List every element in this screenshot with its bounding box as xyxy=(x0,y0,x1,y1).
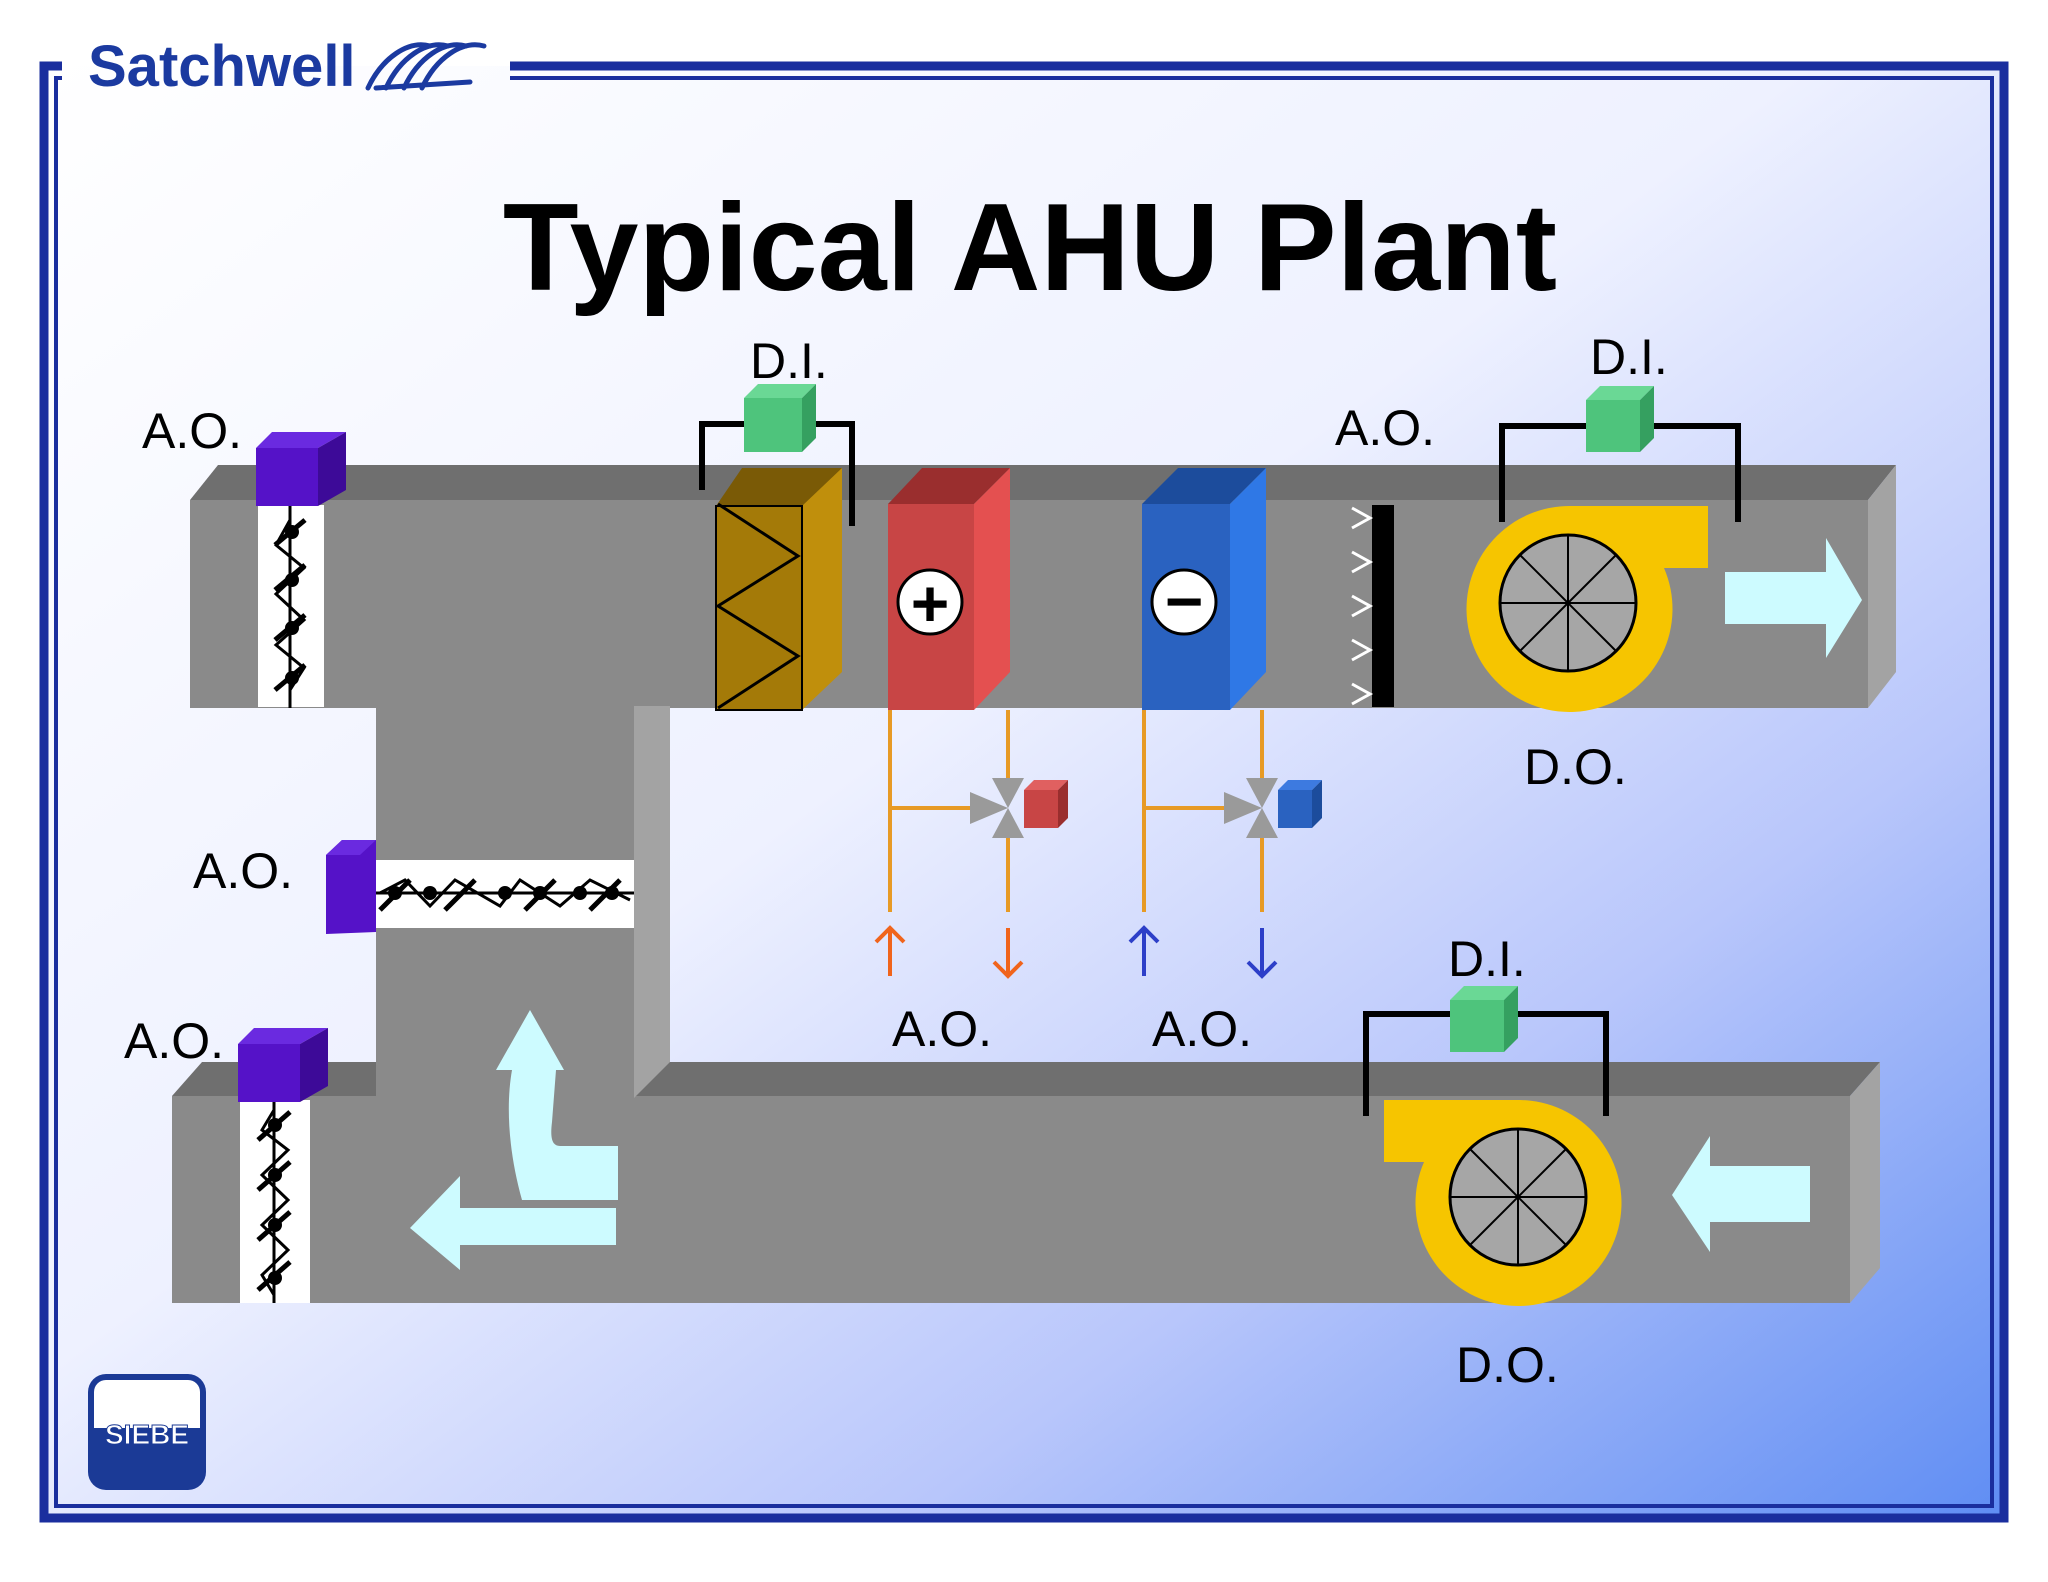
heating-coil-symbol: + xyxy=(911,566,950,640)
brand-name: Satchwell xyxy=(88,34,356,99)
cooling-valve-icon xyxy=(1224,778,1278,838)
heating-coil-icon xyxy=(888,468,1010,710)
siebe-logo-text: SIEBE xyxy=(105,1419,189,1450)
cooling-coil-icon xyxy=(1142,468,1266,710)
humidifier-label: A.O. xyxy=(1335,400,1435,456)
brand-swoosh-icon xyxy=(365,42,487,91)
return-air-duct xyxy=(172,1062,1880,1303)
supply-fan-switch-icon xyxy=(1499,386,1741,522)
return-fan-switch-label: D.I. xyxy=(1448,931,1526,987)
exhaust-damper-actuator-icon xyxy=(238,1028,328,1102)
mixing-damper-actuator-icon xyxy=(326,840,376,934)
exhaust-airflow-arrow-icon xyxy=(410,1176,616,1270)
supply-damper-actuator-icon xyxy=(256,432,346,506)
filter-switch-label: D.I. xyxy=(750,333,828,389)
cooling-coil-symbol: − xyxy=(1165,564,1204,638)
heating-valve-actuator-icon xyxy=(1024,780,1068,828)
mixing-damper-icon xyxy=(376,860,634,928)
cooling-pipework xyxy=(1142,710,1264,912)
slide-frame xyxy=(39,61,2009,1523)
supply-damper-icon xyxy=(258,505,324,708)
cooling-flow-arrow-icon xyxy=(1128,925,1278,979)
exhaust-damper-icon xyxy=(240,1100,310,1303)
return-fan-icon xyxy=(1384,1100,1622,1306)
heating-valve-icon xyxy=(970,778,1024,838)
exhaust-damper-label: A.O. xyxy=(124,1013,224,1069)
siebe-logo: SIEBE xyxy=(88,1374,206,1490)
supply-fan-status-label: D.O. xyxy=(1524,739,1627,795)
return-airflow-arrow-icon xyxy=(1672,1136,1810,1252)
supply-damper-label: A.O. xyxy=(142,403,242,459)
heating-valve-label: A.O. xyxy=(892,1001,992,1057)
return-fan-status-label: D.O. xyxy=(1456,1337,1559,1393)
heating-flow-arrow-icon xyxy=(874,925,1024,979)
humidifier-icon xyxy=(1351,505,1394,707)
supply-fan-switch-label: D.I. xyxy=(1590,329,1668,385)
return-fan-switch-icon xyxy=(1363,986,1609,1116)
cooling-valve-label: A.O. xyxy=(1152,1001,1252,1057)
mixing-damper-label: A.O. xyxy=(193,843,293,899)
page-title: Typical AHU Plant xyxy=(503,179,1557,317)
heating-pipework xyxy=(888,710,1010,912)
cooling-valve-actuator-icon xyxy=(1278,780,1322,828)
supply-airflow-arrow-icon xyxy=(1725,538,1862,658)
filter-icon xyxy=(715,468,842,711)
mixing-airflow-arrow-icon xyxy=(496,1010,618,1200)
filter-switch-icon xyxy=(699,384,855,526)
supply-fan-icon xyxy=(1466,505,1708,712)
